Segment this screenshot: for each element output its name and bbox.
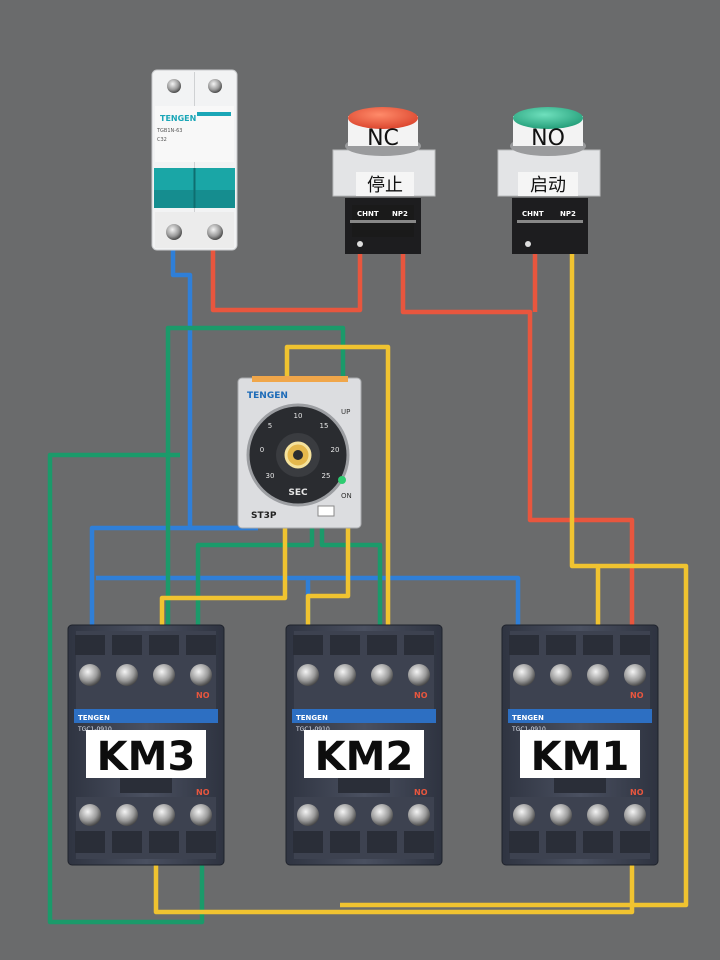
timer-brand: TENGEN xyxy=(247,391,288,401)
screw-icon xyxy=(207,224,223,240)
contactor-label: KM2 xyxy=(315,734,414,780)
nc-label: NC xyxy=(367,126,399,151)
svg-text:0: 0 xyxy=(260,446,264,454)
terminal-screw-icon xyxy=(513,664,535,686)
terminal-screw-icon xyxy=(334,804,356,826)
timer-up-label: UP xyxy=(341,408,350,416)
terminal-screw-icon xyxy=(153,804,175,826)
terminal-screw-icon xyxy=(371,664,393,686)
contactor-no-mark-lower: NO xyxy=(196,788,210,797)
svg-text:20: 20 xyxy=(331,446,340,454)
svg-text:SEC: SEC xyxy=(288,488,308,498)
start-pushbutton[interactable]: CHNT NP2 NO 启动 xyxy=(497,107,601,254)
stop-caption: 停止 xyxy=(367,175,403,196)
terminal-screw-icon xyxy=(513,804,535,826)
contactor-label: KM3 xyxy=(97,734,196,780)
terminal-screw-icon xyxy=(624,804,646,826)
terminal-screw-icon xyxy=(297,664,319,686)
terminal-screw-icon xyxy=(408,804,430,826)
breaker-rating: C32 xyxy=(157,137,167,143)
blue-wires xyxy=(89,228,521,640)
contactor-label-plate xyxy=(86,730,206,778)
contactor-label-plate xyxy=(304,730,424,778)
contactor-no-mark: NO xyxy=(630,691,644,700)
circuit-breaker: TENGEN TGB1N-63 C32 xyxy=(151,69,238,251)
stop-button-brand: CHNT xyxy=(357,210,379,218)
terminal-screw-icon xyxy=(587,664,609,686)
timer-on-led xyxy=(338,476,346,484)
contactor-no-mark-lower: NO xyxy=(630,788,644,797)
contactor-brand: TENGEN xyxy=(512,714,544,722)
contactor-model: TGC1-0910 xyxy=(295,726,330,733)
start-button-brand: CHNT xyxy=(522,210,544,218)
terminal-screw-icon xyxy=(624,664,646,686)
terminal-screw-icon xyxy=(79,804,101,826)
terminal-screw-icon xyxy=(116,664,138,686)
contactor-no-mark: NO xyxy=(196,691,210,700)
terminal-screw-icon xyxy=(297,804,319,826)
terminal-screw-icon xyxy=(79,664,101,686)
breaker-model: TGB1N-63 xyxy=(156,128,182,134)
timer-relay: TENGEN UP 10 15 20 25 5 0 30 SEC ON ST3P xyxy=(237,376,362,529)
contactor-no-mark-lower: NO xyxy=(414,788,428,797)
stop-button-model: NP2 xyxy=(392,210,408,218)
screw-icon xyxy=(208,79,222,93)
contactor-label-plate xyxy=(520,730,640,778)
contactor-model: TGC1-0910 xyxy=(511,726,546,733)
terminal-screw-icon xyxy=(550,804,572,826)
terminal-screw-icon xyxy=(116,804,138,826)
terminal-screw-icon xyxy=(371,804,393,826)
contactor-brand: TENGEN xyxy=(296,714,328,722)
screw-icon xyxy=(167,79,181,93)
svg-text:15: 15 xyxy=(320,422,329,430)
screw-icon xyxy=(166,224,182,240)
contactor-model: TGC1-0910 xyxy=(77,726,112,733)
start-button-model: NP2 xyxy=(560,210,576,218)
terminal-screw-icon xyxy=(153,664,175,686)
terminal-screw-icon xyxy=(587,804,609,826)
terminal-screw-icon xyxy=(408,664,430,686)
wires xyxy=(47,228,689,925)
breaker-brand: TENGEN xyxy=(160,114,196,123)
contactor-no-mark: NO xyxy=(414,691,428,700)
timer-on-label: ON xyxy=(341,492,352,500)
svg-text:5: 5 xyxy=(268,422,272,430)
contactor-label: KM1 xyxy=(531,734,630,780)
red-wires xyxy=(210,230,635,655)
start-caption: 启动 xyxy=(530,175,566,196)
contactor-brand: TENGEN xyxy=(78,714,110,722)
svg-text:10: 10 xyxy=(294,412,303,420)
terminal-screw-icon xyxy=(334,664,356,686)
terminal-screw-icon xyxy=(190,664,212,686)
svg-text:25: 25 xyxy=(322,472,331,480)
svg-text:30: 30 xyxy=(266,472,275,480)
stop-pushbutton[interactable]: CHNT NP2 NC 停止 xyxy=(332,107,436,254)
timer-model: ST3P xyxy=(251,511,277,521)
green-wires xyxy=(47,325,383,925)
terminal-screw-icon xyxy=(190,804,212,826)
no-label: NO xyxy=(531,126,565,151)
terminal-screw-icon xyxy=(550,664,572,686)
